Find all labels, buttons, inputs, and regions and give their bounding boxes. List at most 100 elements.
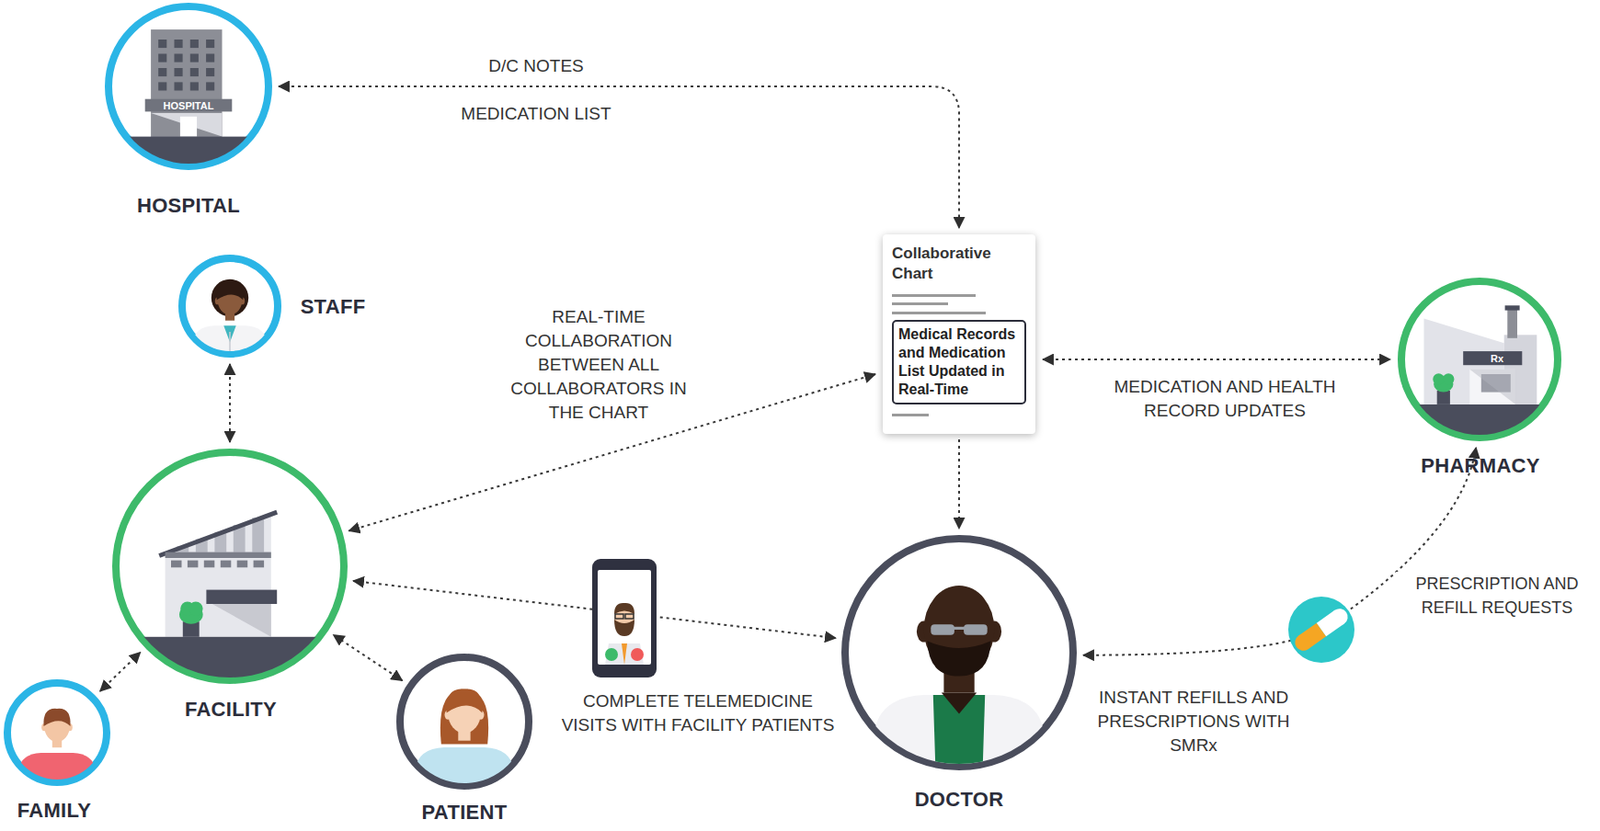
illustration-shape: [18, 753, 96, 787]
illustration-shape: [440, 689, 489, 745]
phone-icon: [592, 559, 657, 678]
dotted-connector: [278, 86, 960, 229]
illustration-shape: [159, 512, 277, 556]
connector-label: REAL-TIME COLLABORATION BETWEEN ALL COLL…: [497, 305, 701, 425]
illustration-shape: [615, 614, 624, 619]
illustration-shape: [963, 624, 988, 636]
entity-label: DOCTOR: [914, 788, 1005, 812]
illustration-shape: [1469, 369, 1516, 405]
illustration-shape: [597, 570, 652, 665]
illustration-shape: [1288, 596, 1355, 663]
entity-circle: PHARMACY: [1397, 277, 1562, 442]
illustration-shape: [605, 648, 618, 662]
entity-label: PATIENT: [422, 800, 508, 825]
chart-card: Collaborative ChartMedical Records and M…: [882, 234, 1036, 435]
illustration-shape: [158, 54, 167, 63]
dotted-connector: [958, 439, 960, 529]
connector-label: MEDICATION AND HEALTH RECORD UPDATES: [1097, 375, 1352, 423]
illustration-shape: [190, 68, 199, 77]
illustration-shape: [1507, 308, 1518, 339]
connector-label: PRESCRIPTION AND REFILL REQUESTS: [1395, 571, 1599, 620]
dotted-connector: [333, 635, 403, 682]
illustration-shape: [190, 39, 199, 48]
entity-illustration: [182, 258, 278, 358]
text-line-placeholder: [891, 302, 949, 306]
connector-label: COMPLETE TELEMEDICINE VISITS WITH FACILI…: [552, 689, 844, 738]
illustration-shape: [605, 643, 644, 665]
illustration-shape: [112, 512, 348, 755]
entity-circle: FACILITY: [112, 448, 348, 685]
illustration-shape: [253, 560, 265, 569]
illustration-shape: [953, 627, 966, 630]
illustration-shape: [104, 29, 273, 221]
illustration-shape: [630, 648, 644, 662]
illustration-shape: [1505, 305, 1520, 310]
entity-label: HOSPITAL: [137, 194, 240, 218]
illustration-shape: [212, 604, 272, 638]
record-text: Medical Records and Medication List Upda…: [898, 325, 1020, 400]
illustration-shape: [415, 747, 515, 790]
illustration-shape: [1397, 404, 1562, 487]
free-label: Rx: [1487, 352, 1507, 366]
illustration-shape: [930, 624, 955, 636]
entity-label: STAFF: [300, 295, 366, 320]
illustration-shape: [1462, 351, 1522, 366]
illustration-shape: [217, 282, 244, 300]
illustration-shape: [190, 81, 199, 91]
dotted-connector: [100, 652, 141, 692]
entity-label: PHARMACY: [1420, 454, 1541, 479]
illustration-shape: [193, 325, 268, 358]
illustration-shape: [150, 29, 222, 138]
illustration-shape: [926, 640, 991, 676]
illustration-shape: [18, 708, 96, 787]
illustration-shape: [1291, 605, 1351, 655]
illustration-shape: [1437, 390, 1451, 405]
illustration-shape: [165, 552, 272, 559]
entity-circle: FAMILY: [3, 679, 111, 787]
illustration-shape: [193, 279, 268, 358]
illustration-shape: [174, 81, 183, 91]
text-line-placeholder: [891, 311, 986, 315]
illustration-shape: [205, 590, 277, 605]
record-box: Medical Records and Medication List Upda…: [891, 320, 1027, 405]
dotted-connector: [1042, 358, 1391, 361]
free-label: INSTANT REFILLS AND PRESCRIPTIONS WITH S…: [1087, 685, 1301, 758]
entity-circle: PATIENT: [396, 653, 533, 790]
illustration-shape: [150, 113, 222, 138]
illustration-shape: [158, 39, 167, 48]
illustration-shape: [205, 68, 215, 77]
entity-circle: HOSPITAL: [104, 2, 273, 171]
illustration-shape: [205, 39, 215, 48]
illustration-shape: [445, 689, 482, 714]
illustration-shape: [145, 99, 233, 113]
illustration-shape: [205, 54, 215, 63]
illustration-shape: [237, 560, 249, 569]
illustration-shape: [1432, 373, 1444, 385]
illustration-shape: [174, 68, 183, 77]
illustration-shape: [1469, 369, 1516, 405]
illustration-shape: [415, 689, 515, 791]
free-label: HOSPITAL: [160, 99, 218, 113]
illustration-shape: [1291, 630, 1315, 654]
pill-icon: [1288, 596, 1355, 663]
entity-illustration: [1397, 281, 1562, 487]
illustration-shape: [621, 643, 628, 665]
entity-label: FACILITY: [184, 697, 277, 722]
dotted-connector: [228, 364, 231, 443]
illustration-shape: [188, 601, 203, 616]
illustration-shape: [174, 54, 183, 63]
illustration-shape: [211, 279, 249, 317]
card-title: Collaborative Chart: [882, 234, 1036, 285]
entity-circle: DOCTOR: [841, 535, 1077, 771]
illustration-shape: [228, 331, 231, 358]
entity-circle: STAFF: [178, 254, 282, 358]
illustration-shape: [158, 81, 167, 91]
entity-illustration: [112, 452, 348, 755]
illustration-shape: [205, 81, 215, 91]
illustration-shape: [187, 560, 199, 569]
dotted-connector: [1083, 447, 1476, 656]
illustration-shape: [625, 614, 634, 619]
illustration-shape: [112, 637, 348, 755]
illustration-shape: [171, 560, 183, 569]
illustration-shape: [190, 54, 199, 63]
